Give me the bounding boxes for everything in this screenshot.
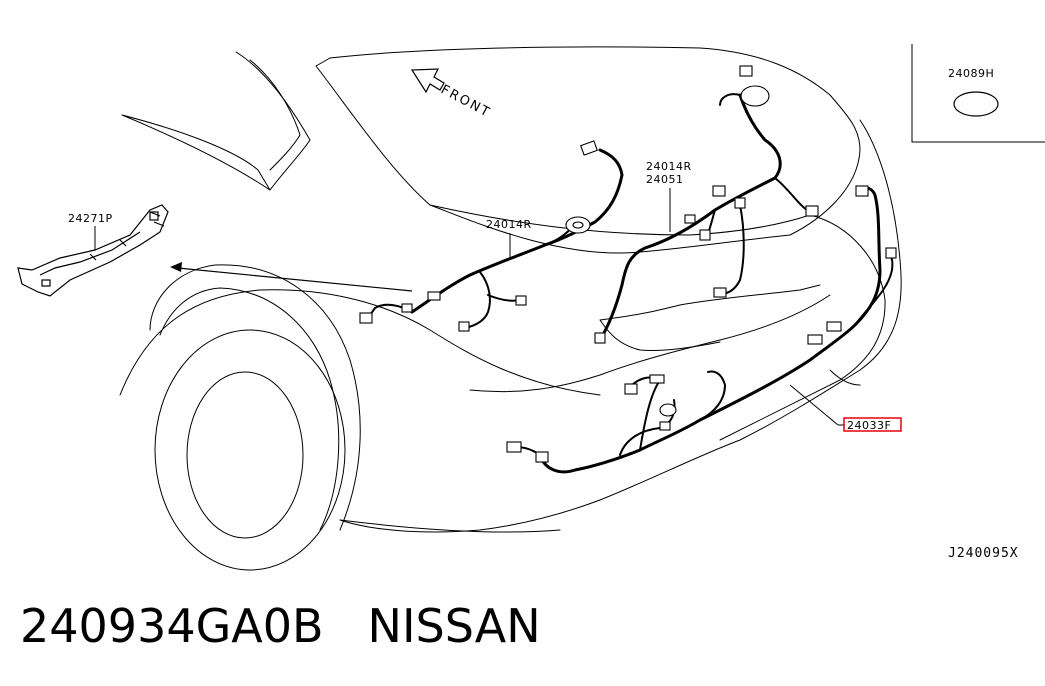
- front-label: FRONT: [438, 82, 493, 121]
- harness-24014r-upper: [367, 148, 624, 329]
- bracket-24271p: [17, 204, 169, 297]
- leader-24033f: [789, 384, 839, 426]
- callout-24033f: 24033F: [847, 419, 891, 432]
- rear-fascia-outline: [339, 119, 902, 533]
- callout-24014r-right: 24014R: [646, 160, 692, 173]
- wiring-diagram: FRONT 24089H 24271P 24014R: [17, 44, 1045, 571]
- inset-box: 24089H: [911, 44, 1045, 143]
- grommet-24089h: [953, 91, 999, 117]
- callout-24089h: 24089H: [948, 67, 994, 80]
- license-recess: [599, 284, 821, 321]
- wheel-arch: [149, 264, 361, 531]
- part-title: 240934GA0B NISSAN: [20, 596, 585, 656]
- front-arrow: FRONT: [410, 68, 493, 121]
- rear-glass-inner: [249, 59, 301, 171]
- callout-24271p: 24271P: [68, 212, 113, 225]
- diagram-code: J240095X: [948, 546, 1019, 561]
- callout-24051: 24051: [646, 173, 684, 186]
- wheel-arch-inner: [159, 287, 340, 531]
- rear-fascia-inner: [719, 214, 886, 441]
- connectors-bumper: [506, 185, 897, 463]
- trunk-lid-outline: [315, 46, 861, 254]
- body-sill-line: [339, 519, 561, 533]
- front-arrow-icon: [410, 68, 445, 94]
- connectors-upper: [359, 140, 598, 332]
- quarter-panel-line: [119, 289, 601, 396]
- rear-under-line: [829, 369, 861, 386]
- rear-rim: [186, 371, 304, 539]
- license-recess-lower: [599, 319, 721, 351]
- rear-bumper-top: [469, 294, 831, 393]
- bracket-arrow: [170, 262, 413, 292]
- c-pillar-outline: [121, 114, 271, 191]
- rear-tire: [154, 329, 346, 571]
- harness-24014r-trunk: [598, 93, 811, 342]
- brand-name: NISSAN: [367, 599, 541, 653]
- trunk-lower-edge: [429, 204, 811, 236]
- callout-24014r-left: 24014R: [486, 218, 532, 231]
- connectors-trunk: [594, 65, 819, 344]
- part-number: 240934GA0B: [20, 599, 324, 653]
- highlight-24033f: [843, 417, 902, 432]
- rear-glass-outline: [235, 51, 311, 191]
